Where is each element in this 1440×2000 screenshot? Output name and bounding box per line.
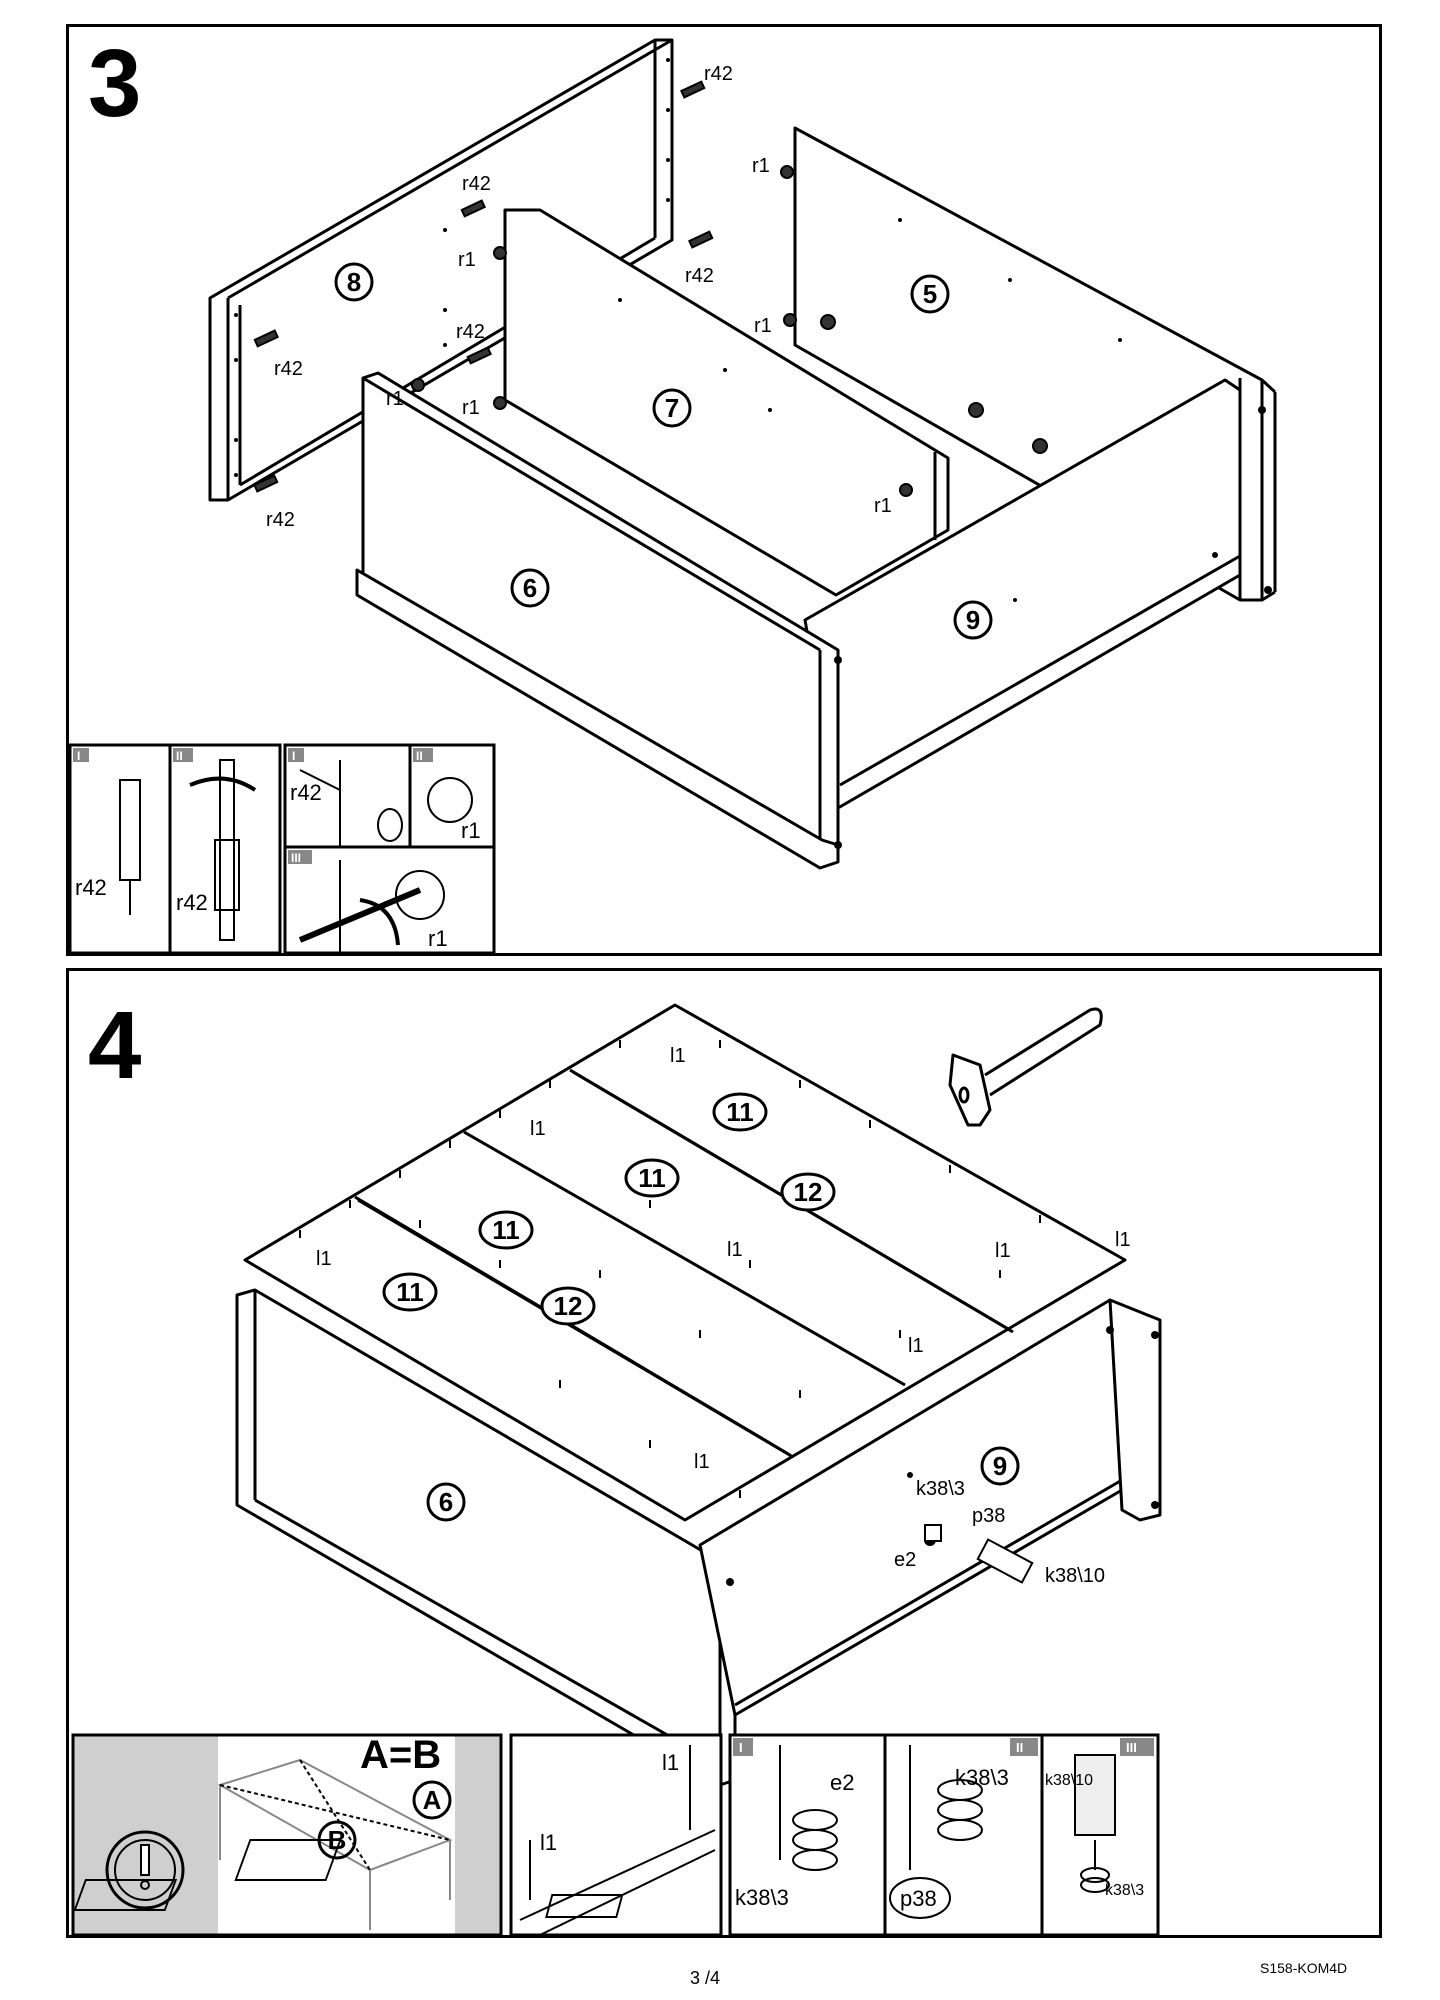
label-l1: l1: [727, 1239, 743, 1261]
inset-roman-i: I: [77, 749, 80, 763]
label-r42: r42: [704, 63, 733, 85]
label-l1: l1: [908, 1335, 924, 1357]
part-label-12: 12: [554, 1291, 583, 1321]
label-k38-10: k38\10: [1045, 1565, 1105, 1587]
part-8-back-panel: [208, 38, 674, 502]
inset-roman-i: I: [292, 749, 295, 763]
inset-label-p38: p38: [900, 1886, 937, 1911]
inset-label-e2: e2: [830, 1770, 854, 1795]
label-r1: r1: [462, 397, 480, 419]
inset-label-r1: r1: [428, 926, 448, 951]
label-p38: p38: [972, 1505, 1005, 1527]
inset-label-k38-3: k38\3: [1105, 1882, 1144, 1899]
label-r1: r1: [874, 495, 892, 517]
part-label-11: 11: [726, 1097, 754, 1127]
inset-roman-ii: II: [1016, 1740, 1023, 1755]
label-r1: r1: [386, 388, 404, 410]
inset-label-b: B: [328, 1825, 347, 1855]
step-4-number: 4: [88, 992, 142, 1099]
inset-label-l1: l1: [662, 1750, 679, 1775]
inset-roman-ii: II: [176, 749, 183, 763]
part-label-11: 11: [492, 1215, 520, 1245]
hammer-icon: [948, 1007, 1103, 1127]
inset-label-r42: r42: [176, 890, 208, 915]
label-l1: l1: [995, 1240, 1011, 1262]
label-r1: r1: [754, 315, 772, 337]
part-6-panel: [355, 371, 840, 870]
label-r1: r1: [458, 249, 476, 271]
label-l1: l1: [1115, 1229, 1131, 1251]
label-l1: l1: [316, 1248, 332, 1270]
carcass-frame: [235, 1288, 1162, 1787]
part-label-11: 11: [638, 1163, 666, 1193]
label-l1: l1: [694, 1451, 710, 1473]
inset-label-k38-10: k38\10: [1045, 1772, 1093, 1789]
inset-label-r42: r42: [75, 875, 107, 900]
inset-label-l1: l1: [540, 1830, 557, 1855]
label-e2: e2: [894, 1549, 916, 1571]
page-number: 3 /4: [690, 1968, 721, 1988]
inset-label-k38-3: k38\3: [735, 1885, 789, 1910]
inset-a-equals-b: A=B: [360, 1733, 441, 1777]
part-label-6: 6: [439, 1487, 453, 1517]
part-label-12: 12: [794, 1177, 823, 1207]
step-3-number: 3: [88, 30, 142, 137]
inset-label-r1: r1: [461, 818, 481, 843]
label-r42: r42: [685, 265, 714, 287]
inset-roman-ii: II: [416, 749, 423, 763]
document-code: S158-KOM4D: [1260, 1960, 1348, 1976]
part-label-5: 5: [923, 279, 937, 309]
part-label-8: 8: [347, 267, 361, 297]
label-r42: r42: [274, 358, 303, 380]
part-label-9: 9: [993, 1451, 1007, 1481]
inset-roman-iii: III: [1126, 1740, 1137, 1755]
inset-label-k38-3: k38\3: [955, 1765, 1009, 1790]
label-l1: l1: [530, 1118, 546, 1140]
label-l1: l1: [670, 1045, 686, 1067]
inset-roman-iii: III: [291, 851, 301, 865]
part-label-9: 9: [966, 605, 980, 635]
label-r42: r42: [456, 321, 485, 343]
label-r1: r1: [752, 155, 770, 177]
label-r42: r42: [462, 173, 491, 195]
label-k38-3: k38\3: [916, 1478, 965, 1500]
inset-roman-i: I: [739, 1740, 743, 1755]
part-label-11: 11: [396, 1277, 424, 1307]
inset-label-r42: r42: [290, 780, 322, 805]
label-r42: r42: [266, 509, 295, 531]
inset-label-a: A: [423, 1785, 442, 1815]
part-label-6: 6: [523, 573, 537, 603]
part-label-7: 7: [665, 393, 679, 423]
